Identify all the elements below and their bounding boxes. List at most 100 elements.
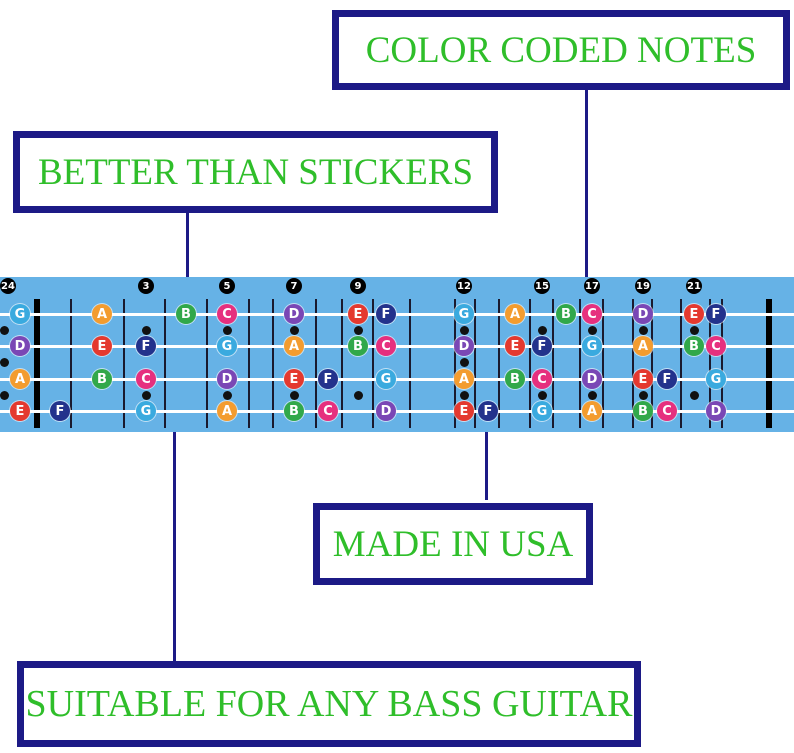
note-marker-e: E: [92, 336, 112, 356]
inlay-dot: [460, 358, 469, 367]
note-marker-g: G: [217, 336, 237, 356]
inlay-dot: [0, 326, 9, 335]
note-marker-g: G: [706, 369, 726, 389]
inlay-dot: [142, 326, 151, 335]
note-marker-d: D: [454, 336, 474, 356]
note-marker-f: F: [136, 336, 156, 356]
string-line: [0, 410, 794, 413]
fret-wire: [498, 299, 500, 428]
note-marker-b: B: [348, 336, 368, 356]
note-marker-a: A: [284, 336, 304, 356]
note-marker-d: D: [376, 401, 396, 421]
note-marker-b: B: [92, 369, 112, 389]
note-marker-e: E: [633, 369, 653, 389]
note-marker-e: E: [348, 304, 368, 324]
note-marker-d: D: [10, 336, 30, 356]
note-marker-c: C: [136, 369, 156, 389]
note-marker-f: F: [318, 369, 338, 389]
callout-color-coded-text: COLOR CODED NOTES: [365, 29, 757, 71]
fret-wire: [651, 299, 653, 428]
fret-wire: [709, 299, 711, 428]
inlay-dot: [290, 391, 299, 400]
note-marker-a: A: [217, 401, 237, 421]
fret-wire: [70, 299, 72, 428]
inlay-dot: [460, 391, 469, 400]
note-marker-a: A: [454, 369, 474, 389]
note-marker-c: C: [582, 304, 602, 324]
callout-better-text: BETTER THAN STICKERS: [37, 151, 474, 193]
inlay-dot: [588, 391, 597, 400]
note-marker-d: D: [633, 304, 653, 324]
string-line: [0, 378, 794, 381]
fret-wire: [721, 299, 723, 428]
inlay-dot: [538, 391, 547, 400]
connector-suitable: [173, 424, 176, 664]
string-line: [0, 345, 794, 348]
note-marker-c: C: [318, 401, 338, 421]
string-line: [0, 313, 794, 316]
note-marker-f: F: [376, 304, 396, 324]
note-marker-a: A: [582, 401, 602, 421]
fret-wire: [579, 299, 581, 428]
nut: [34, 299, 40, 428]
note-marker-b: B: [505, 369, 525, 389]
fret-number-marker: 15: [534, 278, 550, 294]
fret-wire: [341, 299, 343, 428]
callout-made-in-usa-text: MADE IN USA: [332, 523, 574, 565]
fret-wire: [272, 299, 274, 428]
note-marker-b: B: [633, 401, 653, 421]
note-marker-c: C: [657, 401, 677, 421]
note-marker-f: F: [50, 401, 70, 421]
fret-number-marker: 21: [686, 278, 702, 294]
note-marker-g: G: [376, 369, 396, 389]
fret-number-marker: 17: [584, 278, 600, 294]
fret-wire: [164, 299, 166, 428]
fret-wire: [248, 299, 250, 428]
callout-better-than-stickers: BETTER THAN STICKERS: [13, 131, 498, 213]
fret-number-marker: 12: [456, 278, 472, 294]
fret-wire: [315, 299, 317, 428]
fretboard-end: [766, 299, 772, 428]
fret-wire: [409, 299, 411, 428]
inlay-dot: [690, 391, 699, 400]
connector-made-in-usa: [485, 420, 488, 500]
note-marker-f: F: [706, 304, 726, 324]
inlay-dot: [460, 326, 469, 335]
note-marker-a: A: [10, 369, 30, 389]
fret-number-marker: 9: [350, 278, 366, 294]
fret-wire: [123, 299, 125, 428]
note-marker-c: C: [376, 336, 396, 356]
note-marker-c: C: [217, 304, 237, 324]
note-marker-b: B: [176, 304, 196, 324]
inlay-dot: [142, 391, 151, 400]
fret-wire: [529, 299, 531, 428]
note-marker-g: G: [454, 304, 474, 324]
note-marker-g: G: [10, 304, 30, 324]
note-marker-d: D: [706, 401, 726, 421]
note-marker-g: G: [582, 336, 602, 356]
note-marker-f: F: [657, 369, 677, 389]
note-marker-e: E: [284, 369, 304, 389]
fret-number-marker: 19: [635, 278, 651, 294]
fret-wire: [632, 299, 634, 428]
callout-made-in-usa: MADE IN USA: [313, 503, 593, 585]
fret-number-marker: 3: [138, 278, 154, 294]
inlay-dot: [538, 326, 547, 335]
callout-suitable-text: SUITABLE FOR ANY BASS GUITAR: [25, 683, 633, 725]
note-marker-f: F: [478, 401, 498, 421]
note-marker-e: E: [505, 336, 525, 356]
fret-wire: [680, 299, 682, 428]
note-marker-e: E: [684, 304, 704, 324]
fret-number-marker: 7: [286, 278, 302, 294]
callout-color-coded-notes: COLOR CODED NOTES: [332, 10, 790, 90]
note-marker-d: D: [284, 304, 304, 324]
fret-wire: [602, 299, 604, 428]
inlay-dot: [639, 326, 648, 335]
note-marker-a: A: [92, 304, 112, 324]
fret-wire: [454, 299, 456, 428]
note-marker-c: C: [706, 336, 726, 356]
inlay-dot: [0, 358, 9, 367]
note-marker-b: B: [556, 304, 576, 324]
note-marker-a: A: [633, 336, 653, 356]
